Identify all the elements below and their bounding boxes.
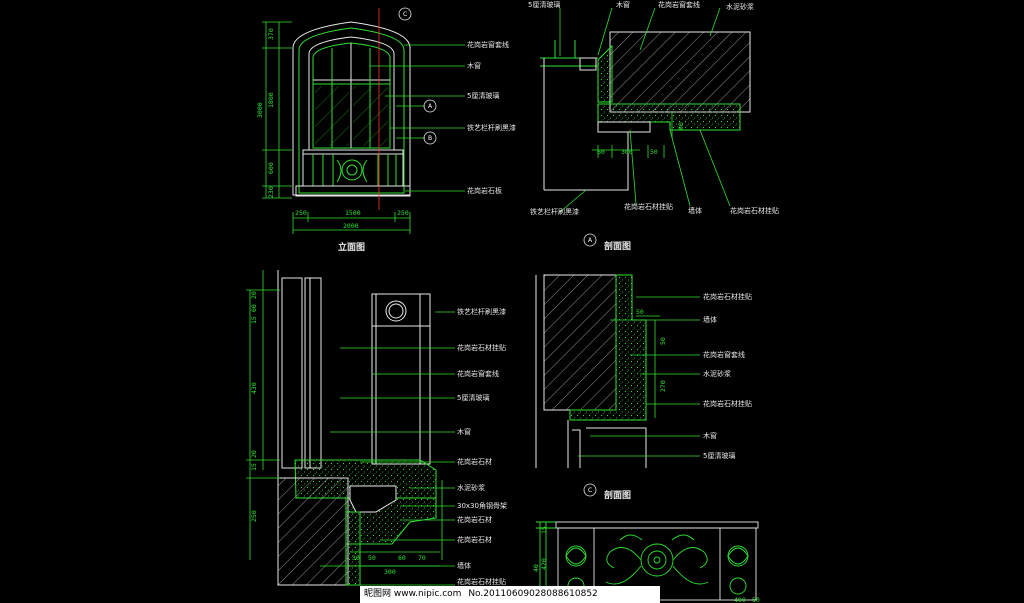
- front-dim-h-3: 250: [397, 209, 409, 217]
- section-a-top-label-4: 水泥砂浆: [726, 2, 754, 11]
- section-c-label-6: 木窗: [703, 431, 717, 440]
- watermark-bar: 昵图网 www.nipic.com No.2011060902808861085…: [360, 586, 660, 603]
- section-b-label-10: 花岗岩石材: [457, 535, 492, 544]
- section-c-label-5: 花岗岩石材挂贴: [703, 399, 752, 408]
- watermark-number: No.20110609028088610852: [468, 589, 598, 599]
- section-b-label-12: 花岗岩石材挂贴: [457, 577, 506, 586]
- front-dim-v-4: 230: [267, 186, 275, 198]
- section-a-dim-3: 50: [650, 148, 658, 156]
- section-a-marker: [583, 233, 597, 247]
- section-b-label-3: 花岗岩窗套线: [457, 369, 499, 378]
- railing-dim-h-1: 400: [734, 596, 746, 603]
- section-a: [540, 7, 751, 213]
- section-b-label-9: 花岗岩石材: [457, 515, 492, 524]
- railing-dim-v-2: 420: [540, 558, 548, 570]
- section-b-label-4: 5厘清玻璃: [457, 393, 489, 402]
- front-label-3: 5厘清玻璃: [467, 91, 499, 100]
- section-b-dim-v-5: 20: [250, 450, 258, 458]
- section-b-label-1: 铁艺栏杆刷黑漆: [457, 307, 506, 316]
- section-c-label-4: 水泥砂浆: [703, 369, 731, 378]
- section-c-dim-3: 270: [659, 380, 667, 392]
- marker-b: B: [428, 135, 432, 142]
- section-a-dim-4: 80: [677, 122, 685, 130]
- section-a-marker-letter: A: [588, 237, 593, 244]
- front-elevation: [262, 7, 465, 234]
- section-b-dim-v-3: 15: [250, 316, 258, 324]
- section-a-top-label-1: 5厘清玻璃: [528, 0, 560, 9]
- section-b-label-5: 木窗: [457, 427, 471, 436]
- section-c-marker: [583, 483, 597, 497]
- section-b-dim-v-6: 15: [250, 463, 258, 471]
- section-c: [535, 274, 700, 468]
- section-a-dim-1: 60: [597, 148, 605, 156]
- section-c-label-7: 5厘清玻璃: [703, 451, 735, 460]
- section-b: [246, 270, 455, 586]
- section-b-dim-h-4: 70: [418, 554, 426, 562]
- section-b-label-7: 水泥砂浆: [457, 483, 485, 492]
- front-elevation-title: 立面图: [338, 241, 365, 253]
- section-c-label-1: 花岗岩石材挂贴: [703, 292, 752, 301]
- watermark-site: 昵图网 www.nipic.com: [364, 589, 462, 599]
- section-a-bottom-label-2: 花岗岩石材挂贴: [624, 202, 673, 211]
- section-c-label-3: 花岗岩窗套线: [703, 350, 745, 359]
- section-b-dim-h-5: 300: [384, 568, 396, 576]
- section-a-top-label-3: 花岗岩窗套线: [658, 0, 700, 9]
- front-label-1: 花岗岩窗套线: [467, 40, 509, 49]
- front-label-4: 铁艺栏杆刷黑漆: [467, 123, 516, 132]
- section-b-label-2: 花岗岩石材挂贴: [457, 343, 506, 352]
- railing-dim-v-3: 40: [532, 564, 540, 572]
- section-a-bottom-label-1: 铁艺栏杆刷黑漆: [530, 207, 579, 216]
- section-b-dim-v-7: 250: [250, 510, 258, 522]
- section-b-label-6: 花岗岩石材: [457, 457, 492, 466]
- marker-a: A: [428, 103, 433, 110]
- railing-dim-v-1: 15: [540, 526, 548, 534]
- section-b-dim-h-3: 60: [398, 554, 406, 562]
- section-b-label-8: 30x30角钢骨架: [457, 501, 507, 510]
- front-label-5: 花岗岩石板: [467, 186, 502, 195]
- section-a-title: 剖面图: [604, 240, 631, 252]
- section-b-dim-h-1: 30: [352, 554, 360, 562]
- front-dim-h-1: 250: [295, 209, 307, 217]
- railing-dim-h-2: 50: [752, 596, 760, 603]
- section-c-dim-2: 50: [659, 337, 667, 345]
- section-a-bottom-label-3: 墙体: [688, 206, 702, 215]
- front-dim-v-1: 370: [267, 28, 275, 40]
- section-c-dim-1: 50: [636, 308, 644, 316]
- section-b-dim-v-2: 60: [250, 304, 258, 312]
- section-b-dim-v-4: 430: [250, 382, 258, 394]
- section-a-bottom-label-4: 花岗岩石材挂贴: [730, 206, 779, 215]
- section-b-dim-v-1: 20: [250, 291, 258, 299]
- front-dim-v-5: 3000: [256, 102, 264, 118]
- front-dim-h-2: 1500: [345, 209, 361, 217]
- front-dim-v-2: 1800: [267, 92, 275, 108]
- front-label-2: 木窗: [467, 61, 481, 70]
- marker-c-top: C: [403, 11, 407, 18]
- front-dim-h-4: 2000: [343, 222, 359, 230]
- section-b-label-11: 墙体: [457, 561, 471, 570]
- front-dim-v-3: 600: [267, 162, 275, 174]
- section-c-title: 剖面图: [604, 489, 631, 501]
- section-c-label-2: 墙体: [703, 315, 717, 324]
- section-a-dim-2: 300: [621, 148, 633, 156]
- section-c-marker-letter: C: [588, 487, 592, 494]
- section-a-top-label-2: 木窗: [616, 0, 630, 9]
- section-b-dim-h-2: 50: [368, 554, 376, 562]
